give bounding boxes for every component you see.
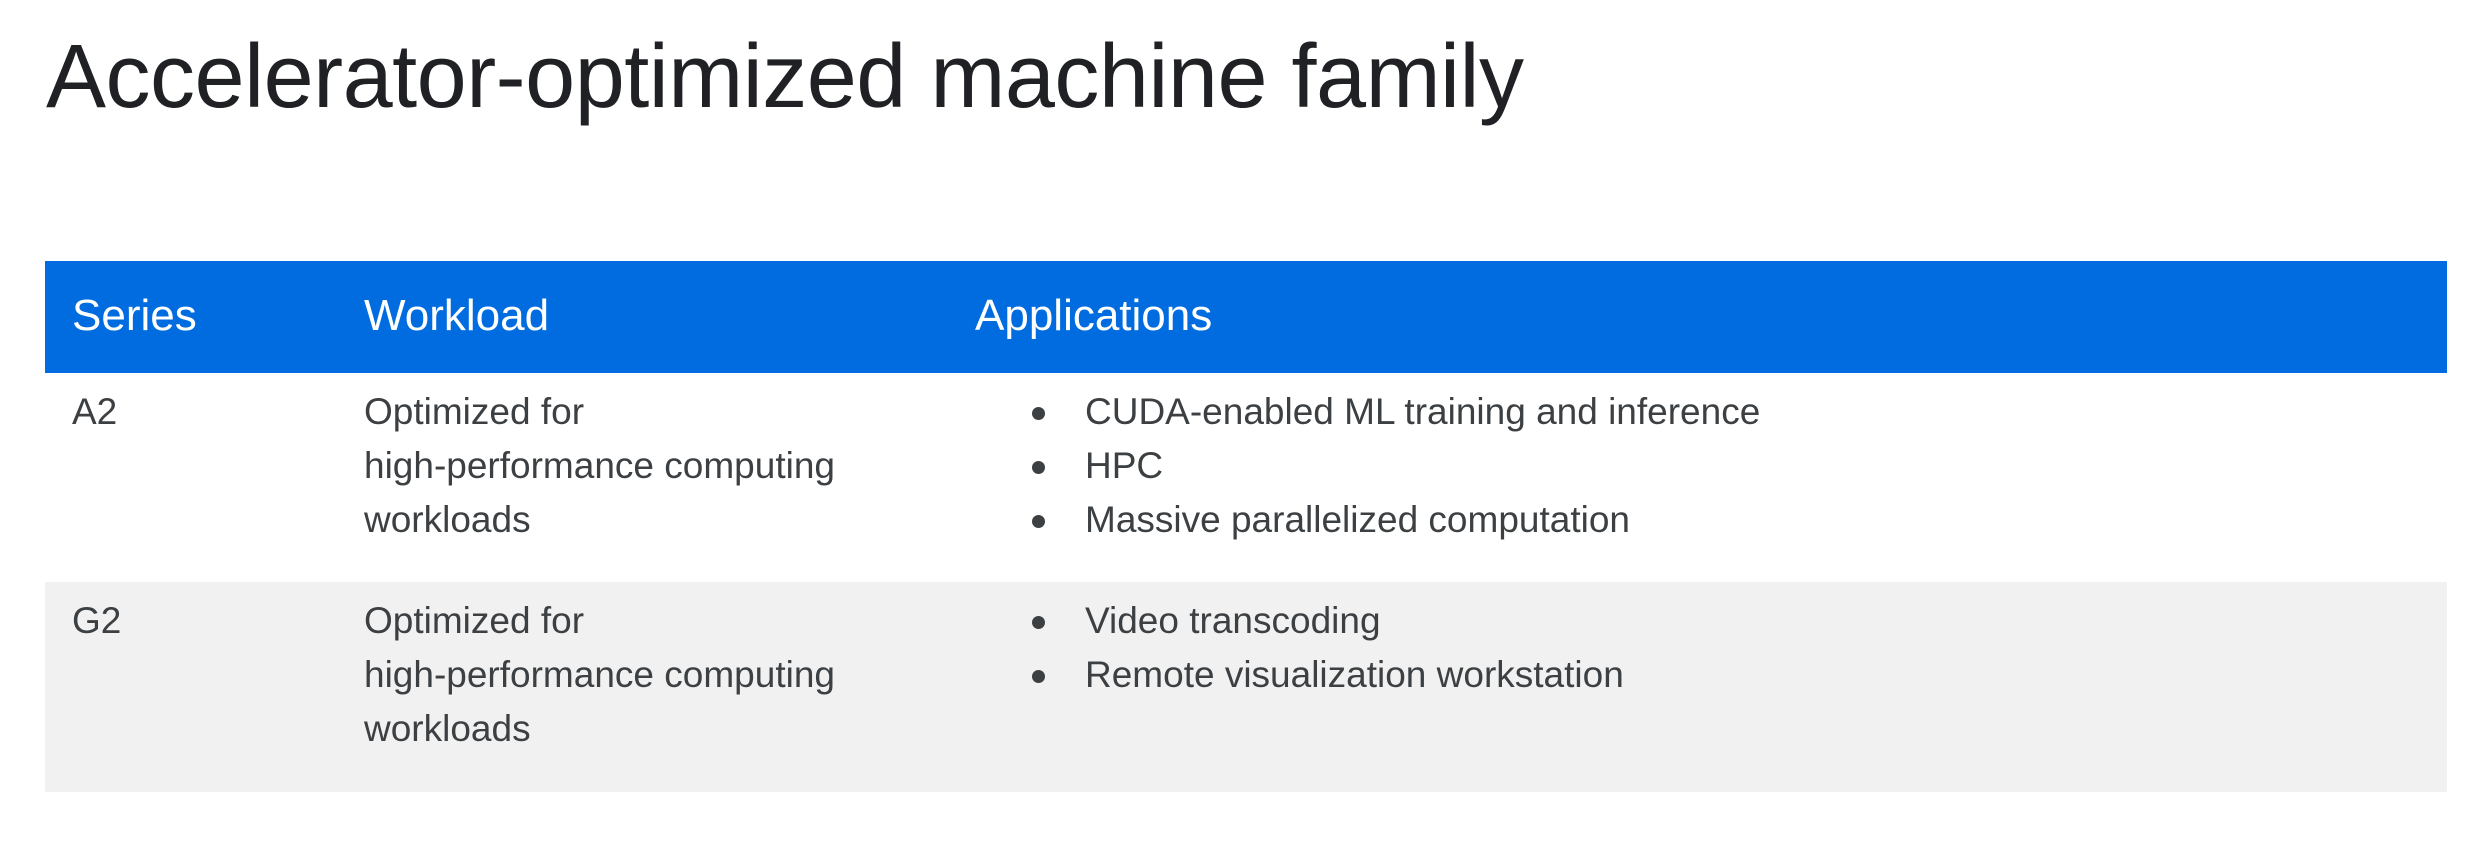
table-row: A2 Optimized for high-performance comput… [45, 373, 2447, 582]
workload-line: workloads [364, 708, 531, 749]
workload-cell: Optimized for high-performance computing… [364, 594, 924, 756]
page-title: Accelerator-optimized machine family [46, 27, 1524, 127]
workload-line: workloads [364, 499, 531, 540]
series-cell: A2 [72, 391, 118, 432]
applications-list: CUDA-enabled ML training and inference H… [993, 385, 1760, 547]
applications-list: Video transcoding Remote visualization w… [993, 594, 1624, 702]
workload-cell: Optimized for high-performance computing… [364, 385, 924, 547]
list-item: Remote visualization workstation [993, 648, 1624, 702]
list-item: Video transcoding [993, 594, 1624, 648]
series-cell: G2 [72, 600, 122, 641]
header-workload: Workload [364, 291, 550, 340]
list-item: HPC [993, 439, 1760, 493]
list-item: CUDA-enabled ML training and inference [993, 385, 1760, 439]
workload-line: Optimized for [364, 600, 585, 641]
list-item: Massive parallelized computation [993, 493, 1760, 547]
header-applications: Applications [975, 291, 1213, 340]
workload-line: Optimized for [364, 391, 585, 432]
machine-family-table: Series Workload Applications A2 Optimize… [45, 261, 2447, 792]
workload-line: high-performance computing [364, 654, 835, 695]
table-row: G2 Optimized for high-performance comput… [45, 582, 2447, 792]
table-header: Series Workload Applications [45, 261, 2447, 373]
header-series: Series [72, 291, 197, 340]
workload-line: high-performance computing [364, 445, 835, 486]
